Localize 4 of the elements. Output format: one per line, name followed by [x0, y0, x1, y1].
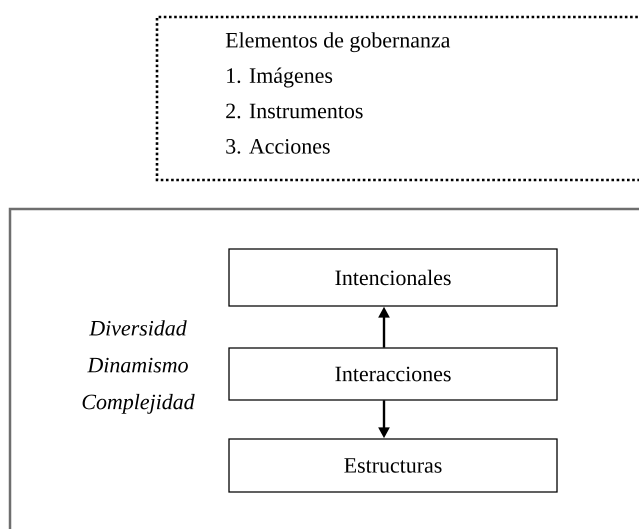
dotted-box: Elementos de gobernanza 1. Imágenes 2. Instrumentos 3. Acciones — [156, 16, 639, 182]
process-box: Estructuras — [228, 438, 558, 493]
process-box: Interacciones — [228, 347, 558, 401]
process-box: Intencionales — [228, 248, 558, 307]
